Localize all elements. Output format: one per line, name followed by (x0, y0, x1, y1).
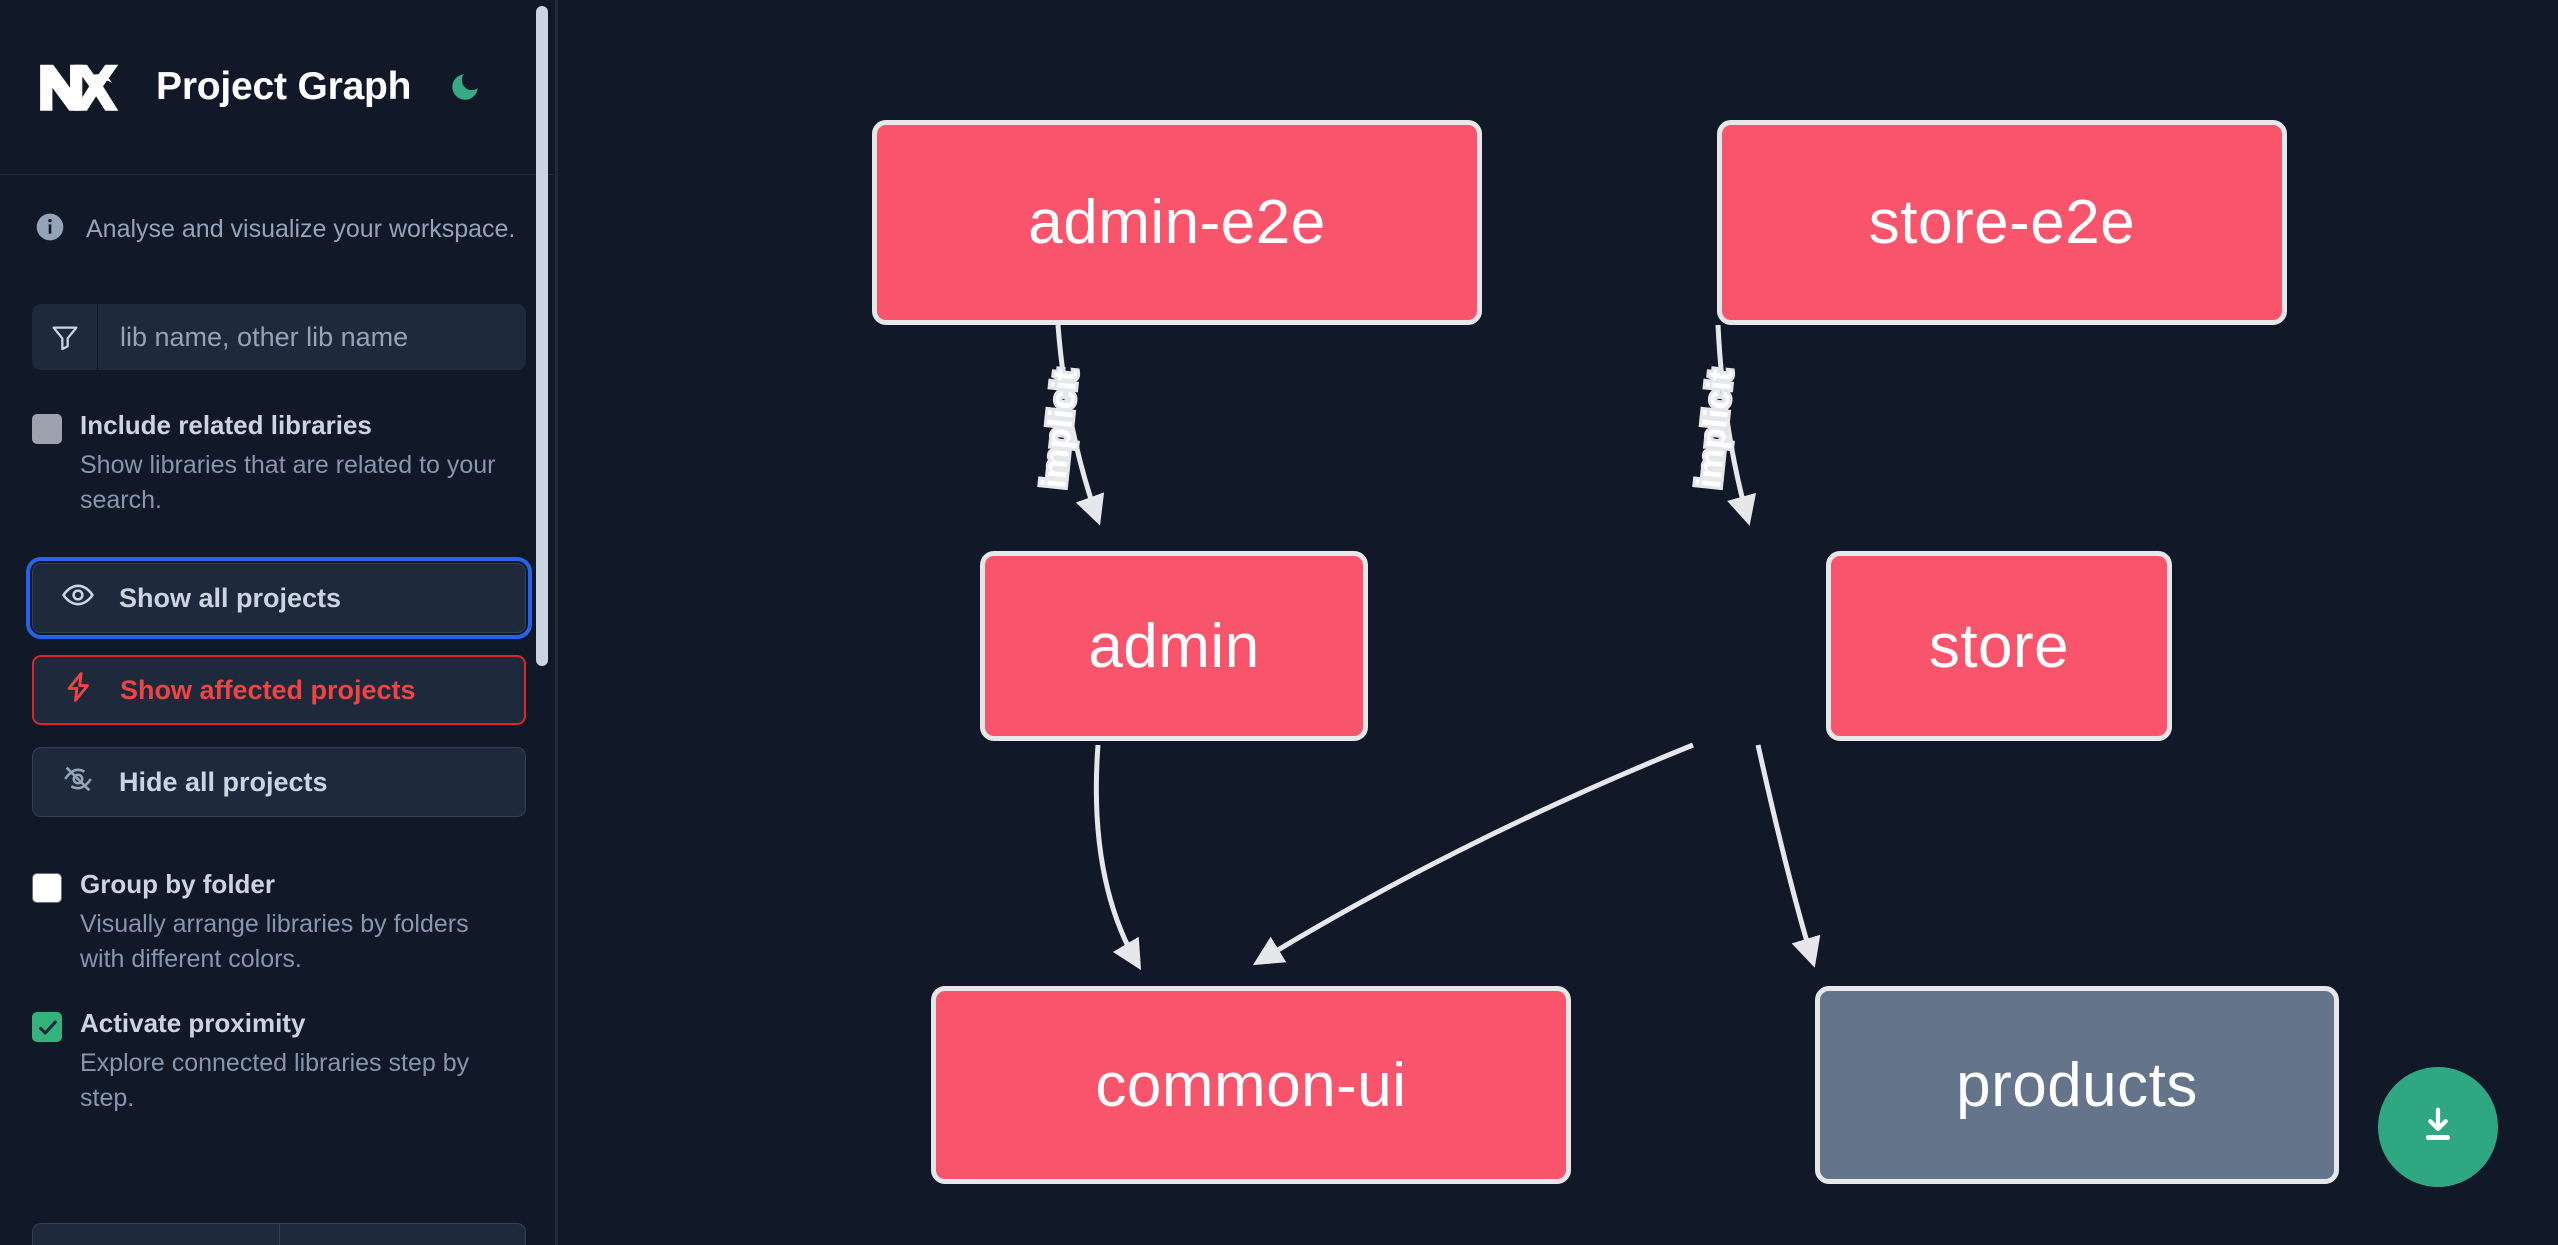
sidebar: Project Graph Analyse and visualize your… (0, 0, 558, 1245)
svg-text:implicit: implicit (1035, 368, 1085, 490)
node-label: admin (1088, 611, 1260, 681)
graph-edges: implicit implicit (1032, 324, 1821, 971)
option-include-related-libraries[interactable]: Include related libraries Show libraries… (0, 370, 558, 517)
toolbar-segment-right[interactable] (280, 1224, 526, 1245)
edge-store-to-products (1755, 744, 1821, 968)
toolbar-segment-left[interactable] (33, 1224, 280, 1245)
info-banner: Analyse and visualize your workspace. (0, 175, 558, 248)
sidebar-scrollbar-thumb[interactable] (536, 6, 548, 666)
option-description: Visually arrange libraries by folders wi… (80, 910, 469, 973)
bottom-toolbar-partial[interactable] (32, 1223, 526, 1245)
sidebar-header: Project Graph (0, 0, 558, 175)
filter-funnel-icon (32, 304, 98, 370)
info-circle-icon (34, 211, 66, 248)
option-description: Explore connected libraries step by step… (80, 1049, 470, 1112)
edge-label-implicit-store: implicit (1687, 365, 1743, 493)
sidebar-divider (555, 0, 558, 1245)
option-label: Include related libraries (80, 410, 372, 440)
edge-store-e2e-to-store (1715, 324, 1757, 526)
option-group-by-folder[interactable]: Group by folder Visually arrange librari… (0, 817, 558, 976)
edge-admin-e2e-to-admin (1055, 324, 1105, 526)
button-label: Show affected projects (120, 674, 416, 705)
graph-node-admin-e2e[interactable]: admin-e2e (872, 120, 1482, 325)
eye-icon (61, 578, 95, 619)
button-label: Hide all projects (119, 766, 328, 797)
info-text: Analyse and visualize your workspace. (86, 215, 516, 244)
option-label: Group by folder (80, 869, 275, 900)
lightning-bolt-icon (62, 670, 96, 711)
button-label: Show all projects (119, 582, 342, 613)
node-label: store (1928, 611, 2070, 681)
graph-node-store[interactable]: store (1826, 551, 2172, 741)
group-by-folder-checkbox[interactable] (32, 873, 62, 904)
edge-store-to-common-ui (1252, 742, 1694, 966)
node-label: common-ui (1095, 1050, 1407, 1120)
option-activate-proximity[interactable]: Activate proximity Explore connected lib… (0, 976, 558, 1115)
show-all-projects-button[interactable]: Show all projects (26, 557, 532, 640)
option-description: Show libraries that are related to your … (80, 451, 496, 514)
graph-node-common-ui[interactable]: common-ui (931, 986, 1571, 1184)
node-label: products (1956, 1050, 2198, 1120)
download-icon (2415, 1103, 2461, 1152)
edge-admin-to-common-ui (1093, 744, 1142, 971)
graph-canvas[interactable]: implicit implicit admin-e2e store-e2e ad… (558, 0, 2558, 1245)
graph-node-products[interactable]: products (1815, 986, 2339, 1184)
svg-text:implicit: implicit (1690, 368, 1740, 490)
show-affected-projects-button[interactable]: Show affected projects (32, 655, 526, 726)
download-graph-button[interactable] (2378, 1067, 2498, 1187)
graph-node-admin[interactable]: admin (980, 551, 1368, 741)
search-field[interactable] (32, 304, 526, 370)
edge-label-implicit-admin: implicit (1032, 365, 1088, 493)
eye-off-icon (61, 762, 95, 803)
nx-logo (34, 56, 126, 118)
hide-all-projects-button[interactable]: Hide all projects (32, 747, 526, 818)
activate-proximity-checkbox[interactable] (32, 1012, 62, 1043)
node-label: admin-e2e (1028, 188, 1326, 257)
visibility-button-group: Show all projects Show affected projects (26, 557, 532, 818)
include-related-libraries-checkbox[interactable] (32, 414, 62, 444)
search-input[interactable] (98, 304, 526, 370)
moon-icon[interactable] (439, 61, 491, 113)
option-label: Activate proximity (80, 1008, 306, 1039)
node-label: store-e2e (1868, 188, 2136, 257)
graph-node-store-e2e[interactable]: store-e2e (1717, 120, 2287, 325)
page-title: Project Graph (156, 65, 412, 108)
